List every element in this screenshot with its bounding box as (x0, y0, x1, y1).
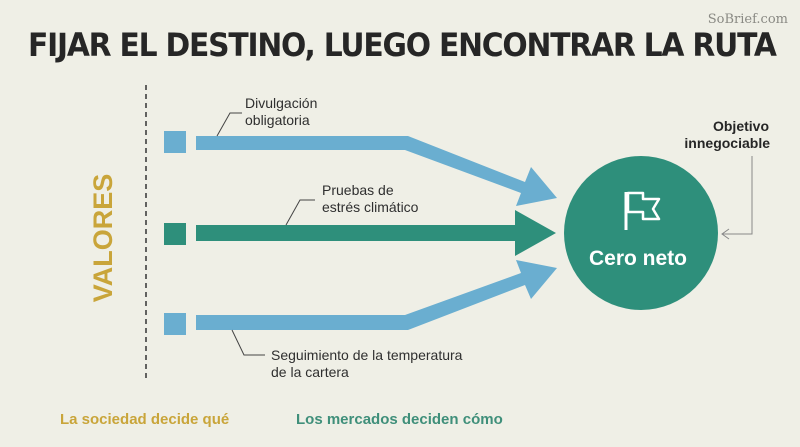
goal-circle (564, 156, 718, 310)
footer-markets: Los mercados deciden cómo (296, 411, 503, 428)
note-arrowhead (721, 228, 730, 240)
marker-stress-test (164, 223, 186, 245)
note-line-2: innegociable (684, 135, 770, 151)
page-title: FIJAR EL DESTINO, LUEGO ENCONTRAR LA RUT… (28, 26, 777, 64)
leader-line-stress-test (285, 199, 315, 226)
leader-line-disclosure (216, 112, 242, 137)
arrow-temperature (196, 260, 557, 330)
axis-label-valores: VALORES (88, 174, 118, 303)
note-leader-line (722, 156, 753, 235)
marker-disclosure (164, 131, 186, 153)
marker-temperature (164, 313, 186, 335)
path-label-stress-test-1: Pruebas de (322, 182, 394, 198)
note-line-1: Objetivo (713, 118, 769, 134)
path-label-disclosure-1: Divulgación (245, 95, 317, 111)
arrow-disclosure (196, 136, 557, 206)
path-label-disclosure-2: obligatoria (245, 112, 310, 128)
leader-line-temperature (231, 329, 265, 356)
goal-label: Cero neto (589, 247, 687, 270)
flag-icon (624, 191, 661, 230)
footer-society: La sociedad decide qué (60, 411, 230, 428)
watermark: SoBrief.com (707, 12, 788, 27)
path-label-stress-test-2: estrés climático (322, 199, 419, 215)
arrow-stress-test (196, 210, 556, 256)
path-label-temperature-1: Seguimiento de la temperatura (271, 347, 463, 363)
path-label-temperature-2: de la cartera (271, 364, 349, 380)
